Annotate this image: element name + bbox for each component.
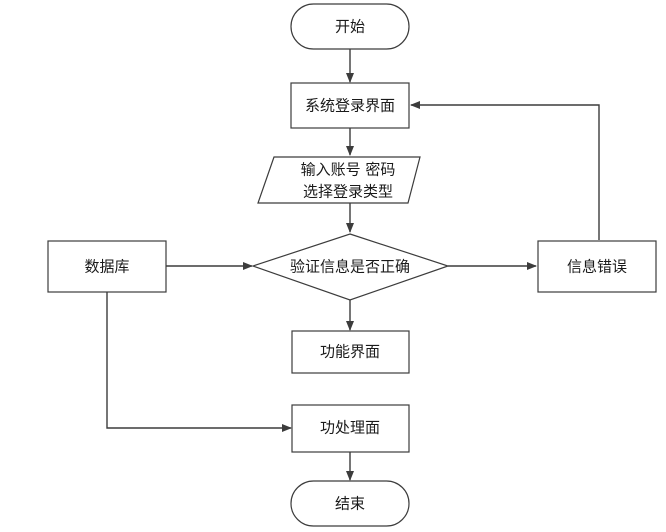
verify-decision-label: 验证信息是否正确 bbox=[290, 258, 410, 276]
edge-error-to-login bbox=[410, 101, 600, 240]
login-ui-label: 系统登录界面 bbox=[305, 97, 395, 115]
start-node-label: 开始 bbox=[335, 18, 365, 36]
end-node: 结束 bbox=[290, 480, 410, 527]
verify-decision-node: 验证信息是否正确 bbox=[251, 233, 450, 301]
error-node: 信息错误 bbox=[537, 240, 657, 293]
database-node: 数据库 bbox=[47, 240, 167, 293]
error-label: 信息错误 bbox=[567, 258, 627, 276]
edges bbox=[106, 49, 600, 481]
process-ui-label: 功处理面 bbox=[320, 419, 380, 437]
input-line1-label: 输入账号 密码 bbox=[301, 161, 396, 179]
database-label: 数据库 bbox=[84, 258, 129, 276]
process-ui-node: 功处理面 bbox=[291, 404, 410, 453]
login-ui-node: 系统登录界面 bbox=[290, 82, 410, 129]
end-node-label: 结束 bbox=[335, 495, 365, 513]
start-node: 开始 bbox=[290, 3, 410, 50]
input-node: 输入账号 密码 选择登录类型 bbox=[257, 156, 421, 204]
function-ui-node: 功能界面 bbox=[291, 330, 410, 374]
input-line2-label: 选择登录类型 bbox=[303, 183, 393, 201]
function-ui-label: 功能界面 bbox=[320, 343, 380, 361]
edge-database-to-process bbox=[106, 292, 292, 432]
